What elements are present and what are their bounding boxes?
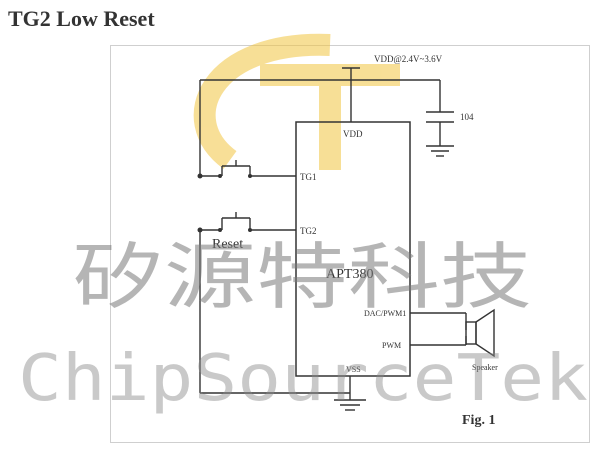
watermark-english: ChipSourceTek: [18, 342, 588, 416]
pin-vdd-label: VDD: [343, 129, 363, 139]
switch-contact-dot: [218, 228, 222, 232]
capacitor-label: 104: [460, 112, 474, 122]
switch-contact-dot: [248, 228, 252, 232]
schematic-frame: [110, 45, 590, 443]
supply-label: VDD@2.4V~3.6V: [374, 54, 443, 64]
logo-mark: [193, 33, 400, 170]
speaker-label: Speaker: [472, 363, 498, 372]
watermark-chinese: 矽源特科技: [72, 235, 532, 319]
figure-label: Fig. 1: [462, 413, 495, 428]
chip-name-label: APT380: [326, 267, 373, 282]
pin-dac-pwm-label: DAC/PWM1: [364, 309, 406, 318]
junctions: [197, 173, 252, 233]
junction-dot: [197, 227, 203, 233]
switch-contact-dot: [248, 174, 252, 178]
speaker-icon: [465, 308, 495, 358]
pin-tg2-label: TG2: [300, 226, 317, 236]
pin-vss-label: VSS: [346, 365, 361, 374]
pin-pwm-label: PWM: [382, 341, 401, 350]
junction-dot: [197, 173, 203, 179]
chip-body: [295, 121, 411, 377]
switch-contact-dot: [218, 174, 222, 178]
reset-label: Reset: [212, 237, 243, 252]
page-title: TG2 Low Reset: [8, 6, 155, 31]
wires: [199, 67, 467, 411]
pin-tg1-label: TG1: [300, 172, 317, 182]
